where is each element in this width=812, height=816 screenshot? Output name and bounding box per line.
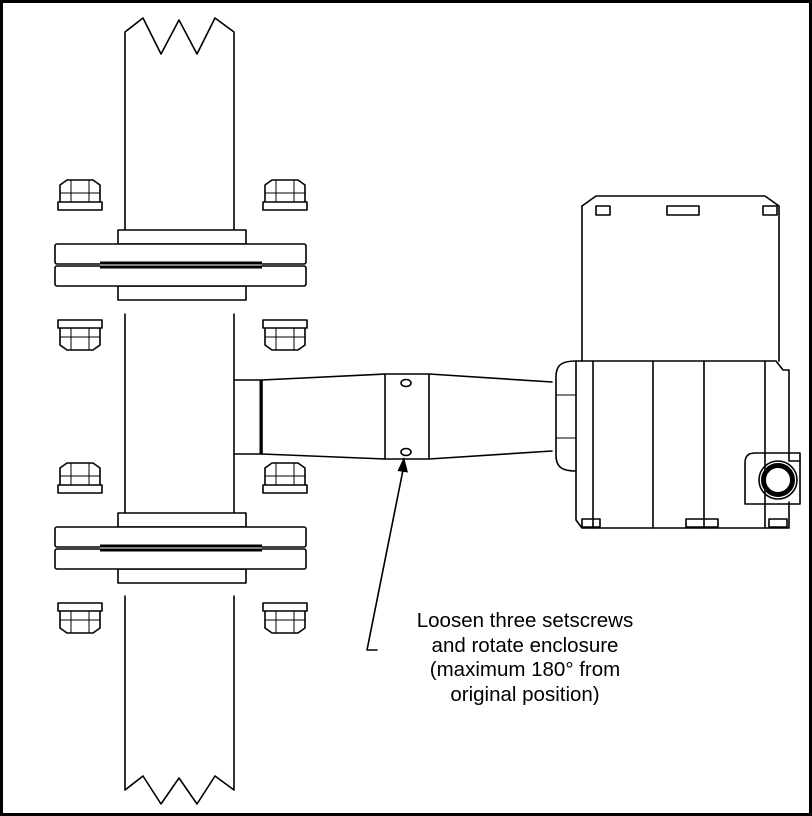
callout-line-3: (maximum 180° from [429,658,621,681]
upper-flange-assembly [55,180,307,350]
callout-leader [366,457,408,651]
mounting-neck [233,373,553,460]
conduit-port [758,460,798,500]
electronics-enclosure [555,195,801,529]
setscrew-bottom [400,447,412,457]
callout-line-1: Loosen three setscrews [416,609,634,632]
callout-line-4: original position) [450,682,600,706]
callout-line-2: and rotate enclosure [431,633,619,657]
callout-text: Loosen three setscrews and rotate enclos… [360,609,690,707]
vertical-pipe [124,17,235,805]
lower-flange-assembly [55,463,307,633]
setscrew-top [400,378,412,388]
